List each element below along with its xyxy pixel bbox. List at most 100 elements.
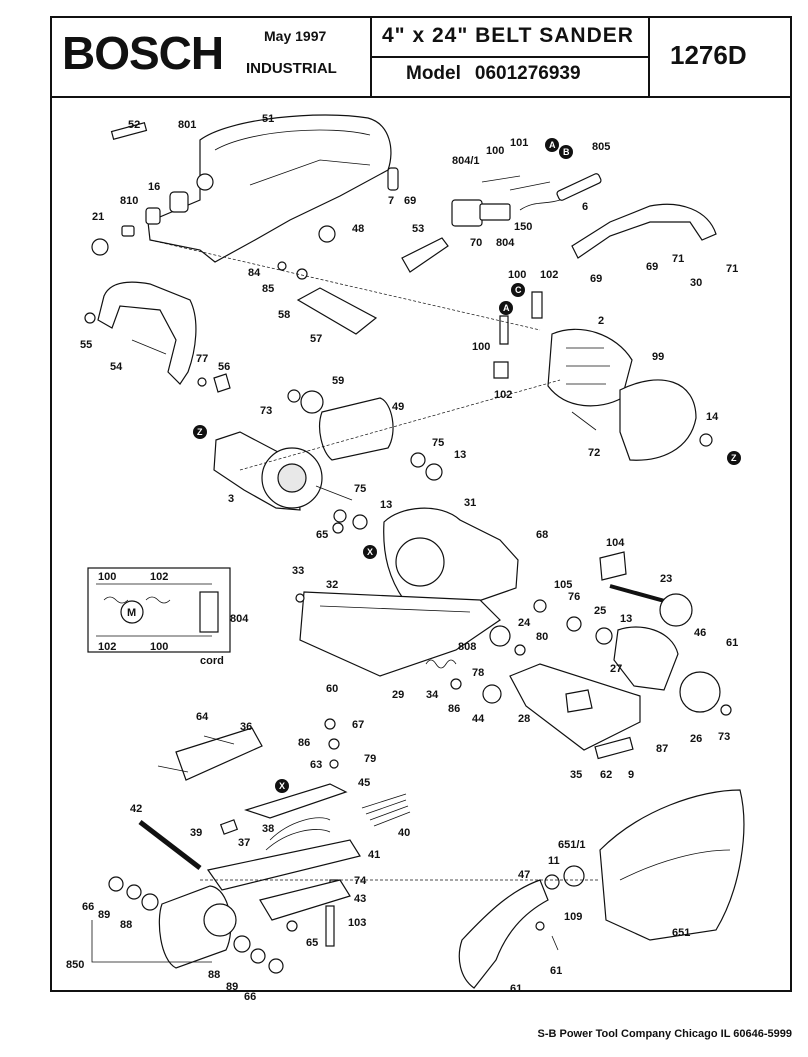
callout-805: 805 <box>592 141 610 153</box>
callout-65b: 65 <box>306 937 318 949</box>
adapter-6511 <box>563 865 585 887</box>
callout-36: 36 <box>240 721 252 733</box>
clip-109 <box>535 921 545 931</box>
callout-74: 74 <box>354 875 367 887</box>
callout-66b: 66 <box>244 991 256 1003</box>
washer-63 <box>329 759 339 769</box>
handle-30 <box>571 203 717 259</box>
callout-150: 150 <box>514 221 532 233</box>
bearing-48 <box>318 225 336 243</box>
screw-67 <box>324 718 336 730</box>
callout-73: 73 <box>260 405 272 417</box>
arm-43 <box>259 879 351 921</box>
callout-89b: 89 <box>226 981 238 993</box>
callout-33: 33 <box>292 565 304 577</box>
brand-logo: BOSCH <box>62 27 224 79</box>
callout-57: 57 <box>310 333 322 345</box>
switch-assembly <box>451 173 602 227</box>
callout-100: 100 <box>486 145 504 157</box>
bearing-13c <box>595 627 613 645</box>
screw-84 <box>277 261 287 271</box>
lever-45 <box>244 783 348 819</box>
callout-103: 103 <box>348 917 366 929</box>
bushing-801 <box>91 191 189 256</box>
model-label: Model <box>406 63 461 84</box>
drum-850 <box>91 876 284 974</box>
guide-53 <box>401 237 449 273</box>
wiring-label-102: 102 <box>150 571 168 583</box>
callout-16: 16 <box>148 181 160 193</box>
callout-52: 52 <box>128 119 140 131</box>
knob-44 <box>482 684 502 704</box>
ring-75b <box>333 509 347 523</box>
callout-75: 75 <box>432 437 444 449</box>
callout-37: 37 <box>238 837 250 849</box>
wiring-label-100: 100 <box>98 571 116 583</box>
svg-text:B: B <box>563 147 570 157</box>
callout-99: 99 <box>652 351 664 363</box>
pinion-25 <box>566 616 582 632</box>
callout-41: 41 <box>368 849 380 861</box>
callout-808: 808 <box>458 641 476 653</box>
badge-B: B <box>559 145 573 159</box>
exploded-parts-diagram: 52 801 51 16 810 21 7 69 48 804/1 100 10… <box>66 113 745 1003</box>
knob-56 <box>213 373 231 393</box>
callout-72: 72 <box>588 447 600 459</box>
callout-25: 25 <box>594 605 606 617</box>
callout-26: 26 <box>690 733 702 745</box>
callout-86: 86 <box>448 703 460 715</box>
svg-text:C: C <box>515 285 522 295</box>
callout-76: 76 <box>568 591 580 603</box>
bearing-13b <box>352 514 368 530</box>
callout-69: 69 <box>404 195 416 207</box>
callout-47: 47 <box>518 869 530 881</box>
callout-14: 14 <box>706 411 719 423</box>
pulley-59 <box>300 390 324 414</box>
callout-24: 24 <box>518 617 531 629</box>
badge-A: A <box>545 138 559 152</box>
platen-29 <box>299 591 501 677</box>
callout-804-1: 804/1 <box>452 155 480 167</box>
callout-88b: 88 <box>208 969 220 981</box>
callout-13b: 13 <box>380 499 392 511</box>
callout-804: 804 <box>496 237 515 249</box>
svg-text:A: A <box>549 140 556 150</box>
label-52 <box>110 122 148 140</box>
wiring-label-102b: 102 <box>98 641 116 653</box>
callout-9: 9 <box>628 769 634 781</box>
callout-77: 77 <box>196 353 208 365</box>
label-9 <box>594 736 634 760</box>
product-title: 4" x 24" BELT SANDER <box>382 24 634 47</box>
callout-810: 810 <box>120 195 138 207</box>
front-handle-54 <box>97 281 197 385</box>
issue-date: May 1997 <box>264 28 327 44</box>
washer-86b <box>328 738 340 750</box>
callout-21: 21 <box>92 211 104 223</box>
callout-63: 63 <box>310 759 322 771</box>
brush-102 <box>531 291 543 319</box>
wiring-diagram <box>87 567 231 653</box>
callout-69c: 69 <box>646 261 658 273</box>
washer-65 <box>332 522 344 534</box>
callout-45: 45 <box>358 777 370 789</box>
callout-73b: 73 <box>718 731 730 743</box>
wiring-cord: cord <box>200 655 224 667</box>
wiring-label-100b: 100 <box>150 641 168 653</box>
callout-651: 651 <box>672 927 690 939</box>
callout-62: 62 <box>600 769 612 781</box>
callout-65: 65 <box>316 529 328 541</box>
svg-text:X: X <box>367 547 373 557</box>
callout-51: 51 <box>262 113 274 125</box>
callout-27: 27 <box>610 663 622 675</box>
callout-60: 60 <box>326 683 338 695</box>
badge-A2: A <box>499 301 513 315</box>
armature-3 <box>213 431 353 511</box>
callout-100c: 100 <box>472 341 490 353</box>
callout-13: 13 <box>454 449 466 461</box>
badge-Z: Z <box>193 425 207 439</box>
callout-49: 49 <box>392 401 404 413</box>
washer-80 <box>514 644 526 656</box>
bearing-13 <box>425 463 443 481</box>
callout-59: 59 <box>332 375 344 387</box>
callout-58: 58 <box>278 309 290 321</box>
